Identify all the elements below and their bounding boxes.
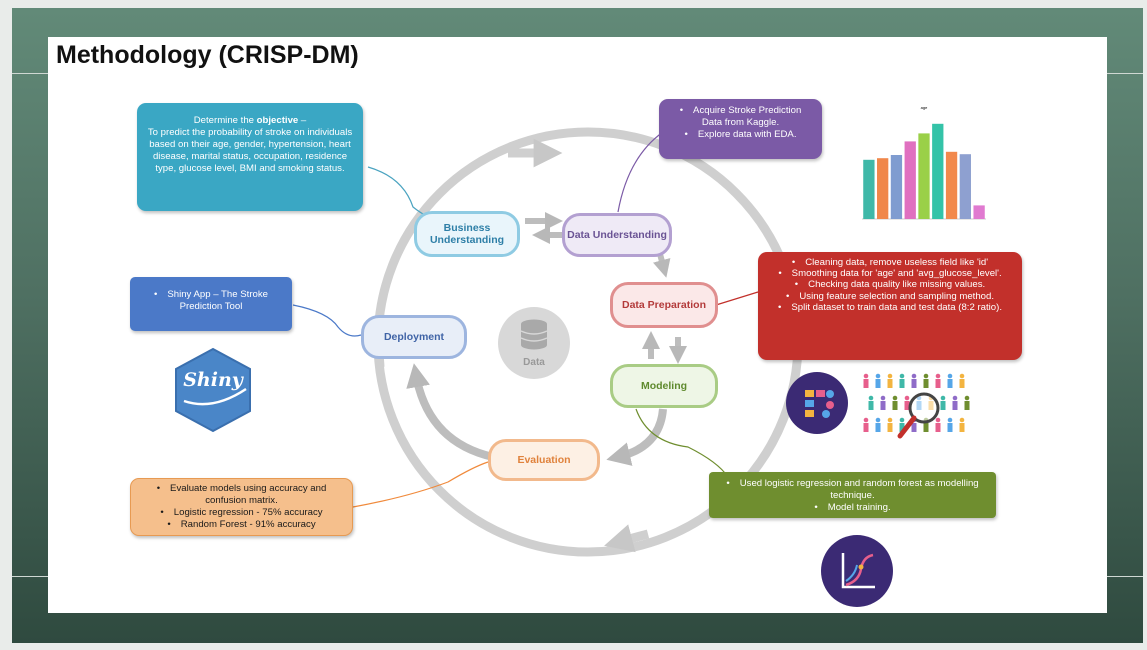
shiny-hexagon-icon [175, 347, 251, 433]
du-item: Explore data with EDA. [669, 129, 812, 141]
crisp-dm-cycle [292, 127, 809, 557]
mini-chart-bar [890, 155, 903, 219]
callout-objective: Determine the objective – To predict the… [137, 103, 363, 211]
objective-heading: Determine the objective – [193, 115, 307, 126]
shiny-logo: Shiny [170, 347, 256, 433]
phase-data-understanding: Data Understanding [562, 213, 672, 257]
person-figure [904, 395, 910, 410]
person-figure [911, 373, 917, 388]
mini-chart-bar [918, 133, 930, 219]
mini-chart-bar [959, 154, 971, 219]
person-figure [892, 395, 898, 410]
ring-arrow-bottom [604, 524, 650, 553]
connector-modeling [635, 408, 729, 478]
data-center-label: Data [523, 357, 545, 368]
phase-modeling: Modeling [610, 364, 718, 408]
person-figure [947, 417, 953, 432]
person-figure [880, 395, 886, 410]
people-search-icon [863, 373, 970, 439]
prep-item: Split dataset to train data and test dat… [766, 302, 1014, 313]
mini-chart-bar [945, 151, 958, 219]
person-figure [899, 373, 905, 388]
callout-evaluation: Evaluate models using accuracy and confu… [130, 478, 353, 536]
model-item: Used logistic regression and random fore… [719, 478, 986, 502]
callout-data-preparation: Cleaning data, remove useless field like… [758, 252, 1022, 360]
du-item: Acquire Stroke Prediction Data from Kagg… [669, 105, 812, 129]
callout-deployment: Shiny App – The Stroke Prediction Tool [130, 277, 292, 331]
magnifier-lens [908, 392, 940, 424]
phase-business-understanding: Business Understanding [414, 211, 520, 257]
mini-chart-bar [863, 159, 875, 219]
slide: Methodology (CRISP-DM) [48, 37, 1107, 613]
phase-data-preparation: Data Preparation [610, 282, 718, 328]
person-figure [935, 373, 941, 388]
deploy-item: Shiny App – The Stroke Prediction Tool [140, 289, 282, 313]
phase-deployment: Deployment [361, 315, 467, 359]
connector-deployment [292, 304, 362, 337]
eval-item: Random Forest - 91% accuracy [141, 519, 342, 531]
person-figure [964, 395, 970, 410]
arrow-model-to-eval [606, 408, 667, 466]
person-figure [952, 395, 958, 410]
connector-data-preparation [715, 291, 759, 306]
objective-body: To predict the probability of stroke on … [147, 127, 353, 174]
mini-chart-bar [877, 158, 889, 219]
callout-data-understanding: Acquire Stroke Prediction Data from Kagg… [659, 99, 822, 159]
person-figure [923, 373, 929, 388]
connector-data-understanding [617, 131, 664, 213]
person-figure [863, 417, 869, 432]
data-center-circle: Data [498, 307, 570, 379]
person-figure [959, 417, 965, 432]
mini-chart-bar [904, 141, 916, 219]
person-figure [959, 373, 965, 388]
person-figure [899, 417, 905, 432]
slide-title: Methodology (CRISP-DM) [56, 41, 359, 69]
curve-chart-icon [821, 535, 893, 607]
eval-item: Evaluate models using accuracy and confu… [141, 483, 342, 507]
mini-chart-bar [973, 205, 985, 219]
person-figure [935, 417, 941, 432]
person-figure [868, 395, 874, 410]
shiny-logo-text: Shiny [183, 369, 243, 391]
arrow-du-to-prep [652, 253, 671, 278]
eval-item: Logistic regression - 75% accuracy [141, 507, 342, 519]
prep-item: Checking data quality like missing value… [766, 279, 1014, 290]
database-icon [520, 319, 548, 350]
person-figure [947, 373, 953, 388]
prep-item: Smoothing data for 'age' and 'avg_glucos… [766, 268, 1014, 279]
person-figure [887, 417, 893, 432]
phase-evaluation: Evaluation [488, 439, 600, 481]
prep-item: Cleaning data, remove useless field like… [766, 257, 1014, 268]
arrow-eval-to-deploy [406, 363, 494, 461]
connector-evaluation [352, 461, 489, 508]
person-figure [875, 373, 881, 388]
person-figure [875, 417, 881, 432]
mini-chart-bar [932, 123, 944, 219]
mini-chart-title: age [921, 105, 928, 110]
person-figure [887, 373, 893, 388]
age-bar-chart: age [862, 105, 986, 220]
callout-modeling: Used logistic regression and random fore… [709, 472, 996, 518]
checklist-icon [786, 372, 848, 434]
person-figure [863, 373, 869, 388]
magnifier-handle [897, 415, 917, 439]
model-item: Model training. [719, 502, 986, 514]
person-figure [940, 395, 946, 410]
prep-item: Using feature selection and sampling met… [766, 291, 1014, 302]
